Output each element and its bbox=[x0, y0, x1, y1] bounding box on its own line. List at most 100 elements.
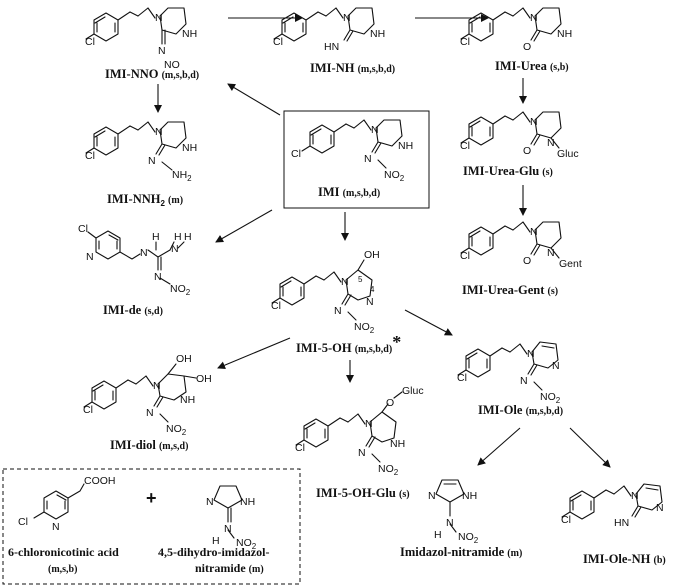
imi-ole-no2: NO2 bbox=[540, 391, 561, 405]
arrow-imi-to-nno bbox=[227, 83, 281, 116]
imi-de-n1: N bbox=[140, 247, 148, 259]
imi-diol-no2: NO2 bbox=[166, 423, 187, 437]
imi-urea-cl: Cl bbox=[460, 36, 470, 48]
imi-5oh-pos5: 5 bbox=[358, 275, 363, 284]
imidazol-nitramide-nh: NH bbox=[462, 490, 477, 502]
reaction-arrows bbox=[154, 14, 611, 468]
imi-nnh2-cl: Cl bbox=[85, 150, 95, 162]
imi-5oh-glu-structure: Cl N NH O Gluc N NO2 bbox=[295, 385, 424, 477]
dihydro-nitramide-structure: N NH H N NO2 bbox=[206, 485, 257, 551]
imi-urea-glu-n2: N bbox=[547, 137, 555, 149]
imi-urea-gent-structure: Cl N N O Gent bbox=[460, 221, 582, 270]
imi-5oh-oh: OH bbox=[364, 249, 380, 261]
dihydro-nitramide-no2: NO2 bbox=[236, 537, 257, 551]
imi-de-label: IMI-de (s,d) bbox=[103, 303, 163, 317]
imi-urea-gent-label: IMI-Urea-Gent (s) bbox=[462, 283, 558, 297]
imi-de-n2: N bbox=[171, 243, 179, 255]
imi-ole-n3: N bbox=[520, 375, 528, 387]
plus-sign: + bbox=[146, 488, 157, 508]
imi-nh-structure: Cl N NH HN bbox=[273, 7, 385, 53]
imi-urea-glu-gluc: Gluc bbox=[557, 148, 579, 160]
dihydro-nitramide-nh: NH bbox=[240, 496, 255, 508]
imi-ole-nh-hn: HN bbox=[614, 517, 629, 529]
imidazol-nitramide-n: N bbox=[428, 490, 436, 502]
imi-nh-n1: N bbox=[343, 12, 351, 24]
imi-diol-cl: Cl bbox=[83, 404, 93, 416]
imi-5oh-n2: N bbox=[366, 296, 374, 308]
imi-parent-box bbox=[283, 110, 430, 209]
imidazol-nitramide-structure: N NH H N NO2 bbox=[428, 479, 479, 545]
imi-label: IMI (m,s,b,d) bbox=[318, 185, 380, 199]
arrow-5oh-to-ole bbox=[404, 309, 453, 336]
imi-ole-nh-n1: N bbox=[631, 490, 639, 502]
imi-urea-o: O bbox=[523, 41, 531, 53]
imi-urea-label: IMI-Urea (s,b) bbox=[495, 59, 569, 73]
imi-nno-nh: NH bbox=[182, 28, 197, 40]
chloronicotinic-structure: COOH Cl N bbox=[18, 475, 116, 533]
imi-5oh-glu-nh: NH bbox=[390, 438, 405, 450]
imi-nh-cl: Cl bbox=[273, 36, 283, 48]
imi-5oh-glu-cl: Cl bbox=[295, 442, 305, 454]
imi-5oh-structure: Cl N N OH 5 4 N NO2 bbox=[271, 249, 380, 335]
imi-n2: N bbox=[364, 153, 372, 165]
arrow-5oh-to-diol bbox=[217, 337, 291, 369]
imi-nh: NH bbox=[398, 140, 413, 152]
imi-urea-glu-o: O bbox=[523, 145, 531, 157]
dihydro-nitramide-label-2: nitramide (m) bbox=[195, 561, 264, 575]
imi-5oh-pos4: 4 bbox=[370, 285, 375, 294]
imi-ole-cl: Cl bbox=[457, 372, 467, 384]
chloronicotinic-cl: Cl bbox=[18, 516, 28, 528]
imi-urea-glu-n1: N bbox=[530, 116, 538, 128]
imi-5oh-n1: N bbox=[341, 276, 349, 288]
imi-5oh-glu-n1: N bbox=[365, 418, 373, 430]
imi-nnh2-n2: N bbox=[148, 155, 156, 167]
imi-n1: N bbox=[371, 124, 379, 136]
imi-de-h2: H bbox=[174, 231, 182, 243]
imi-cl: Cl bbox=[291, 148, 301, 160]
dihydro-nitramide-label: 4,5-dihydro-imidazol- bbox=[158, 545, 269, 559]
imi-nnh2-n1: N bbox=[155, 126, 163, 138]
imi-5oh-label: IMI-5-OH (m,s,b,d)* bbox=[296, 332, 401, 355]
imi-nnh2-structure: Cl N NH N NH2 bbox=[85, 121, 197, 183]
imi-de-cl: Cl bbox=[78, 223, 88, 235]
imi-5oh-glu-gluc: Gluc bbox=[402, 385, 424, 397]
imi-ole-nh-label: IMI-Ole-NH (b) bbox=[583, 552, 666, 566]
imi-diol-n1: N bbox=[153, 380, 161, 392]
imi-ole-label: IMI-Ole (m,s,b,d) bbox=[478, 403, 563, 417]
chloronicotinic-n: N bbox=[52, 521, 60, 533]
chloronicotinic-tag: (m,s,b) bbox=[48, 564, 77, 575]
imi-nnh2-nh2: NH2 bbox=[172, 169, 192, 183]
dihydro-nitramide-h: H bbox=[212, 535, 220, 547]
imi-ole-n1: N bbox=[527, 348, 535, 360]
chloronicotinic-cooh: COOH bbox=[84, 475, 116, 487]
arrow-ole-to-olenh bbox=[569, 427, 611, 468]
dihydro-nitramide-n: N bbox=[206, 496, 214, 508]
imi-urea-glu-label: IMI-Urea-Glu (s) bbox=[463, 164, 553, 178]
arrow-ole-to-nitramide bbox=[477, 427, 521, 466]
imi-5oh-glu-label: IMI-5-OH-Glu (s) bbox=[316, 486, 410, 500]
imi-ole-nh-structure: Cl N N HN bbox=[561, 483, 664, 529]
imidazol-nitramide-h: H bbox=[434, 529, 442, 541]
chloronicotinic-label: 6-chloronicotinic acid bbox=[8, 545, 119, 559]
dihydro-nitramide-n2: N bbox=[224, 523, 232, 535]
imi-5oh-glu-no2: NO2 bbox=[378, 463, 399, 477]
imi-urea-gent-gent: Gent bbox=[559, 258, 582, 270]
imi-5oh-n3: N bbox=[334, 305, 342, 317]
imi-diol-oh1: OH bbox=[176, 353, 192, 365]
imi-nno-n2: N bbox=[158, 45, 166, 57]
imi-urea-glu-structure: Cl N N O Gluc bbox=[460, 111, 579, 160]
imi-diol-oh2: OH bbox=[196, 373, 212, 385]
imi-ole-nh-n2: N bbox=[656, 502, 664, 514]
imi-nno-n1: N bbox=[155, 12, 163, 24]
imi-diol-structure: Cl N NH OH OH N NO2 bbox=[83, 353, 212, 437]
imi-urea-gent-o: O bbox=[523, 255, 531, 267]
imi-urea-glu-cl: Cl bbox=[460, 140, 470, 152]
imi-nnh2-nh: NH bbox=[182, 142, 197, 154]
imi-diol-nh: NH bbox=[180, 394, 195, 406]
imidazol-nitramide-n2: N bbox=[446, 517, 454, 529]
arrow-imi-to-de bbox=[215, 209, 273, 243]
degradation-products-box bbox=[2, 468, 301, 585]
imi-5oh-cl: Cl bbox=[271, 300, 281, 312]
imi-ole-structure: Cl N N N NO2 bbox=[457, 341, 561, 405]
